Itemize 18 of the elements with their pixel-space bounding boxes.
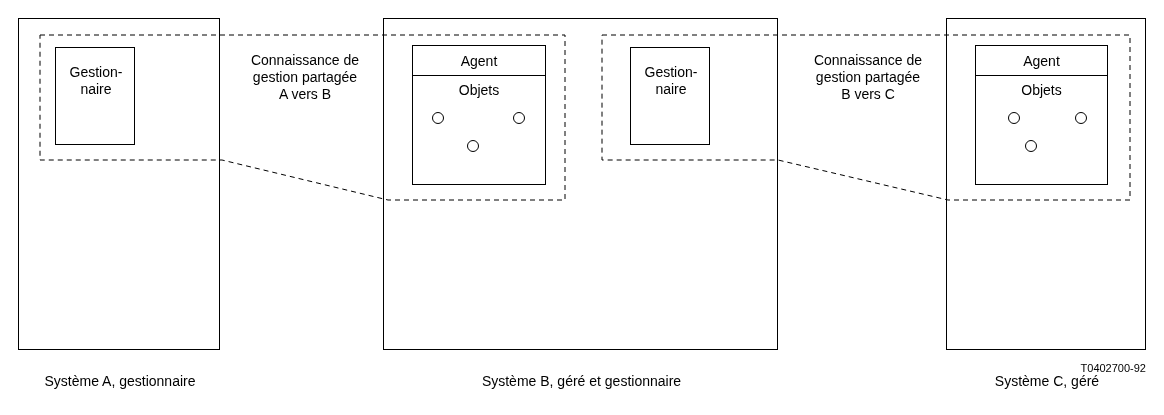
manager-box [630,47,710,145]
manager-box [55,47,135,145]
region-label: Connaissance de gestion partagée A vers B [249,52,361,103]
system-caption: Système B, géré et gestionnaire [480,373,683,390]
dashed-region [602,35,1130,200]
figure-code: T0402700-92 [1080,361,1146,375]
manager-label: Gestion- naire [643,64,699,98]
manager-label: Gestion- naire [68,64,124,98]
agent-box [412,45,546,185]
agent-header: Agent [413,46,545,76]
agent-box [975,45,1108,185]
system-caption: Système A, gestionnaire [43,373,197,390]
region-label: Connaissance de gestion partagée B vers C [812,52,924,103]
system-caption: Système C, géré [993,373,1101,390]
dashed-region [40,35,565,200]
objects-label: Objets [1020,82,1063,99]
objects-label: Objets [457,82,501,99]
agent-header: Agent [976,46,1107,76]
